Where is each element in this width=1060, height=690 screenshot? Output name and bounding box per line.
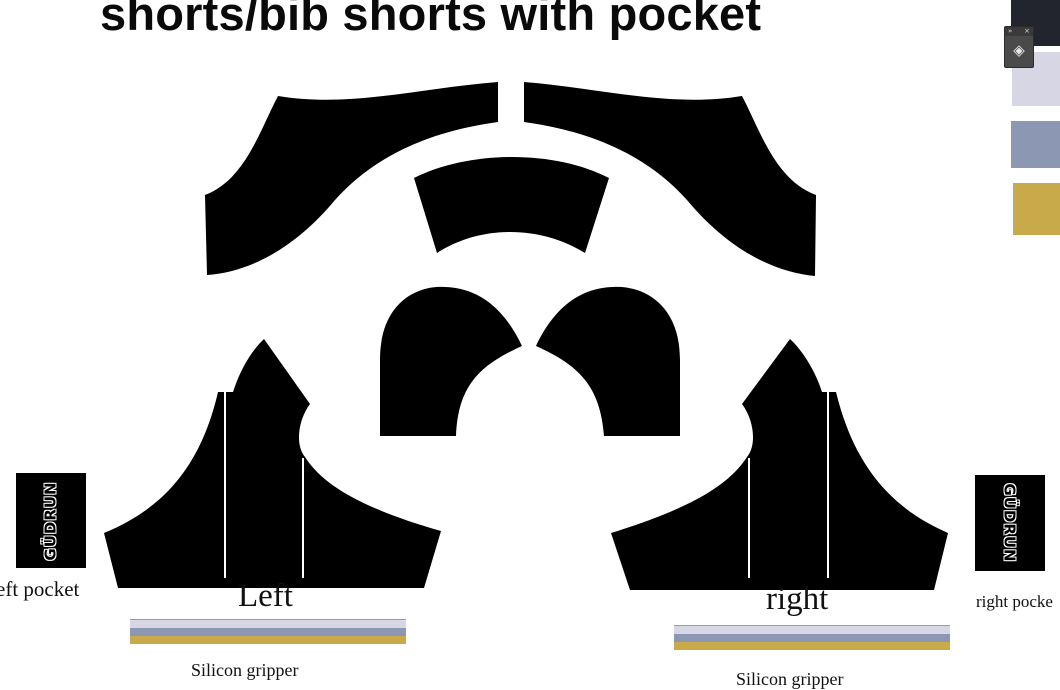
back-panel-right[interactable]	[524, 82, 816, 276]
left-leg-label: Left	[238, 578, 293, 614]
gripper-label-right: Silicon gripper	[736, 669, 844, 689]
right-pocket-label: right pocke	[976, 592, 1053, 611]
silicon-gripper-right[interactable]	[674, 625, 950, 650]
gripper-stripe	[674, 642, 950, 650]
panel-titlebar: » ×	[1005, 27, 1033, 36]
gripper-stripe	[130, 636, 406, 644]
left-pocket-label: eft pocket	[0, 577, 80, 601]
gripper-stripe	[130, 619, 406, 628]
pocket-piece-right[interactable]	[536, 286, 680, 436]
silicon-gripper-left[interactable]	[130, 619, 406, 644]
leg-panel-left[interactable]	[104, 339, 441, 588]
layers-panel[interactable]: » × ◈	[1004, 26, 1034, 68]
leg-panel-right[interactable]	[611, 339, 948, 590]
gripper-stripe	[674, 634, 950, 642]
gripper-label-left: Silicon gripper	[191, 660, 299, 680]
close-icon[interactable]: ×	[1024, 27, 1030, 35]
pocket-piece-left[interactable]	[380, 286, 522, 436]
gripper-stripe	[130, 628, 406, 636]
right-leg-label: right	[766, 581, 829, 617]
back-panel-left[interactable]	[205, 82, 498, 275]
brand-logo-text: GÜDRUN	[1001, 483, 1020, 563]
right-pocket-logo: GÜDRUN	[975, 475, 1045, 571]
waistband-piece[interactable]	[414, 157, 609, 253]
brand-logo-text: GÜDRUN	[42, 480, 61, 561]
document-title: shorts/bib shorts with pocket	[100, 0, 762, 40]
swatch-gold[interactable]	[1013, 183, 1060, 235]
layers-icon[interactable]: ◈	[1013, 41, 1025, 59]
swatch-slate-blue[interactable]	[1011, 121, 1060, 168]
expand-icon[interactable]: »	[1008, 27, 1013, 35]
gripper-stripe	[674, 625, 950, 634]
left-pocket-logo: GÜDRUN	[16, 473, 86, 568]
